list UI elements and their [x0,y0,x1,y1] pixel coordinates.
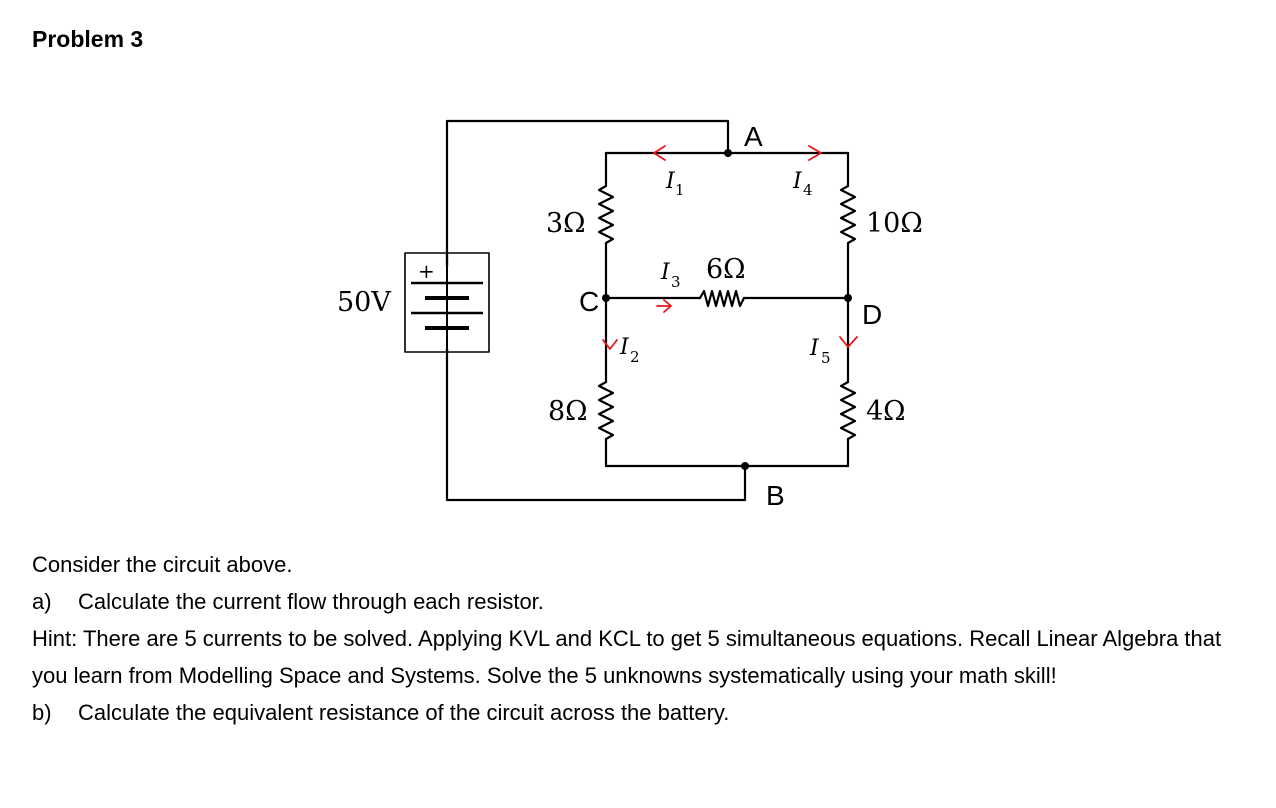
i1-subscript: 1 [675,181,685,199]
i1-arrow [653,145,666,161]
node-b-dot [741,462,749,470]
i3-symbol: I [660,260,671,285]
resistor-8-ohm-label: 8Ω [548,396,588,427]
current-label-i4: I 4 [792,169,813,199]
node-a-label: A [744,121,763,152]
i3-subscript: 3 [671,273,681,291]
i4-subscript: 4 [803,181,813,199]
resistor-8-ohm [597,380,615,441]
node-c-label: C [579,286,599,317]
current-label-i1: I 1 [665,169,685,199]
resistor-6-ohm-label: 6Ω [706,254,746,285]
hint-text: Hint: There are 5 currents to be solved.… [32,626,1222,688]
part-b-label: b) [32,700,52,725]
i5-arrow [839,336,858,348]
part-b: b) Calculate the equivalent resistance of… [32,694,1252,731]
i5-subscript: 5 [821,349,831,367]
part-b-text: Calculate the equivalent resistance of t… [78,700,730,725]
outer-wire-top [445,119,730,268]
resistor-3-ohm-label: 3Ω [546,208,586,239]
i2-arrow [602,339,618,350]
i3-arrow [656,299,672,313]
resistor-4-ohm [839,380,857,441]
resistor-10-ohm-label: 10Ω [866,208,923,239]
circuit-diagram: + 50V A B C D 3Ω 10Ω 6Ω 8Ω 4Ω I 1 I 2 I … [337,119,923,511]
current-label-i5: I 5 [809,336,831,367]
battery-voltage-label: 50V [337,287,391,318]
battery-plus-sign: + [418,259,435,283]
i5-symbol: I [809,336,820,361]
node-d-label: D [862,299,882,330]
node-b-label: B [766,480,785,511]
resistor-4-ohm-label: 4Ω [866,396,906,427]
resistor-6-ohm [698,289,746,308]
i2-subscript: 2 [630,348,640,366]
problem-title: Problem 3 [32,26,144,52]
i1-symbol: I [665,169,676,194]
current-label-i3: I 3 [660,260,681,291]
part-a-label: a) [32,589,52,614]
current-label-i2: I 2 [619,335,640,366]
outer-wire-bottom [445,347,747,502]
resistor-3-ohm [597,184,615,245]
part-a: a) Calculate the current flow through eac… [32,583,1252,620]
i4-symbol: I [792,169,803,194]
part-a-text: Calculate the current flow through each … [78,589,544,614]
intro-text: Consider the circuit above. [32,552,293,577]
battery-symbol [411,253,483,352]
node-d-dot [844,294,852,302]
problem-text: Consider the circuit above. a) Calculate … [32,546,1252,731]
i2-symbol: I [619,335,630,360]
node-c-dot [602,294,610,302]
node-a-dot [724,149,732,157]
resistor-10-ohm [839,184,857,245]
i4-arrow [808,145,822,161]
